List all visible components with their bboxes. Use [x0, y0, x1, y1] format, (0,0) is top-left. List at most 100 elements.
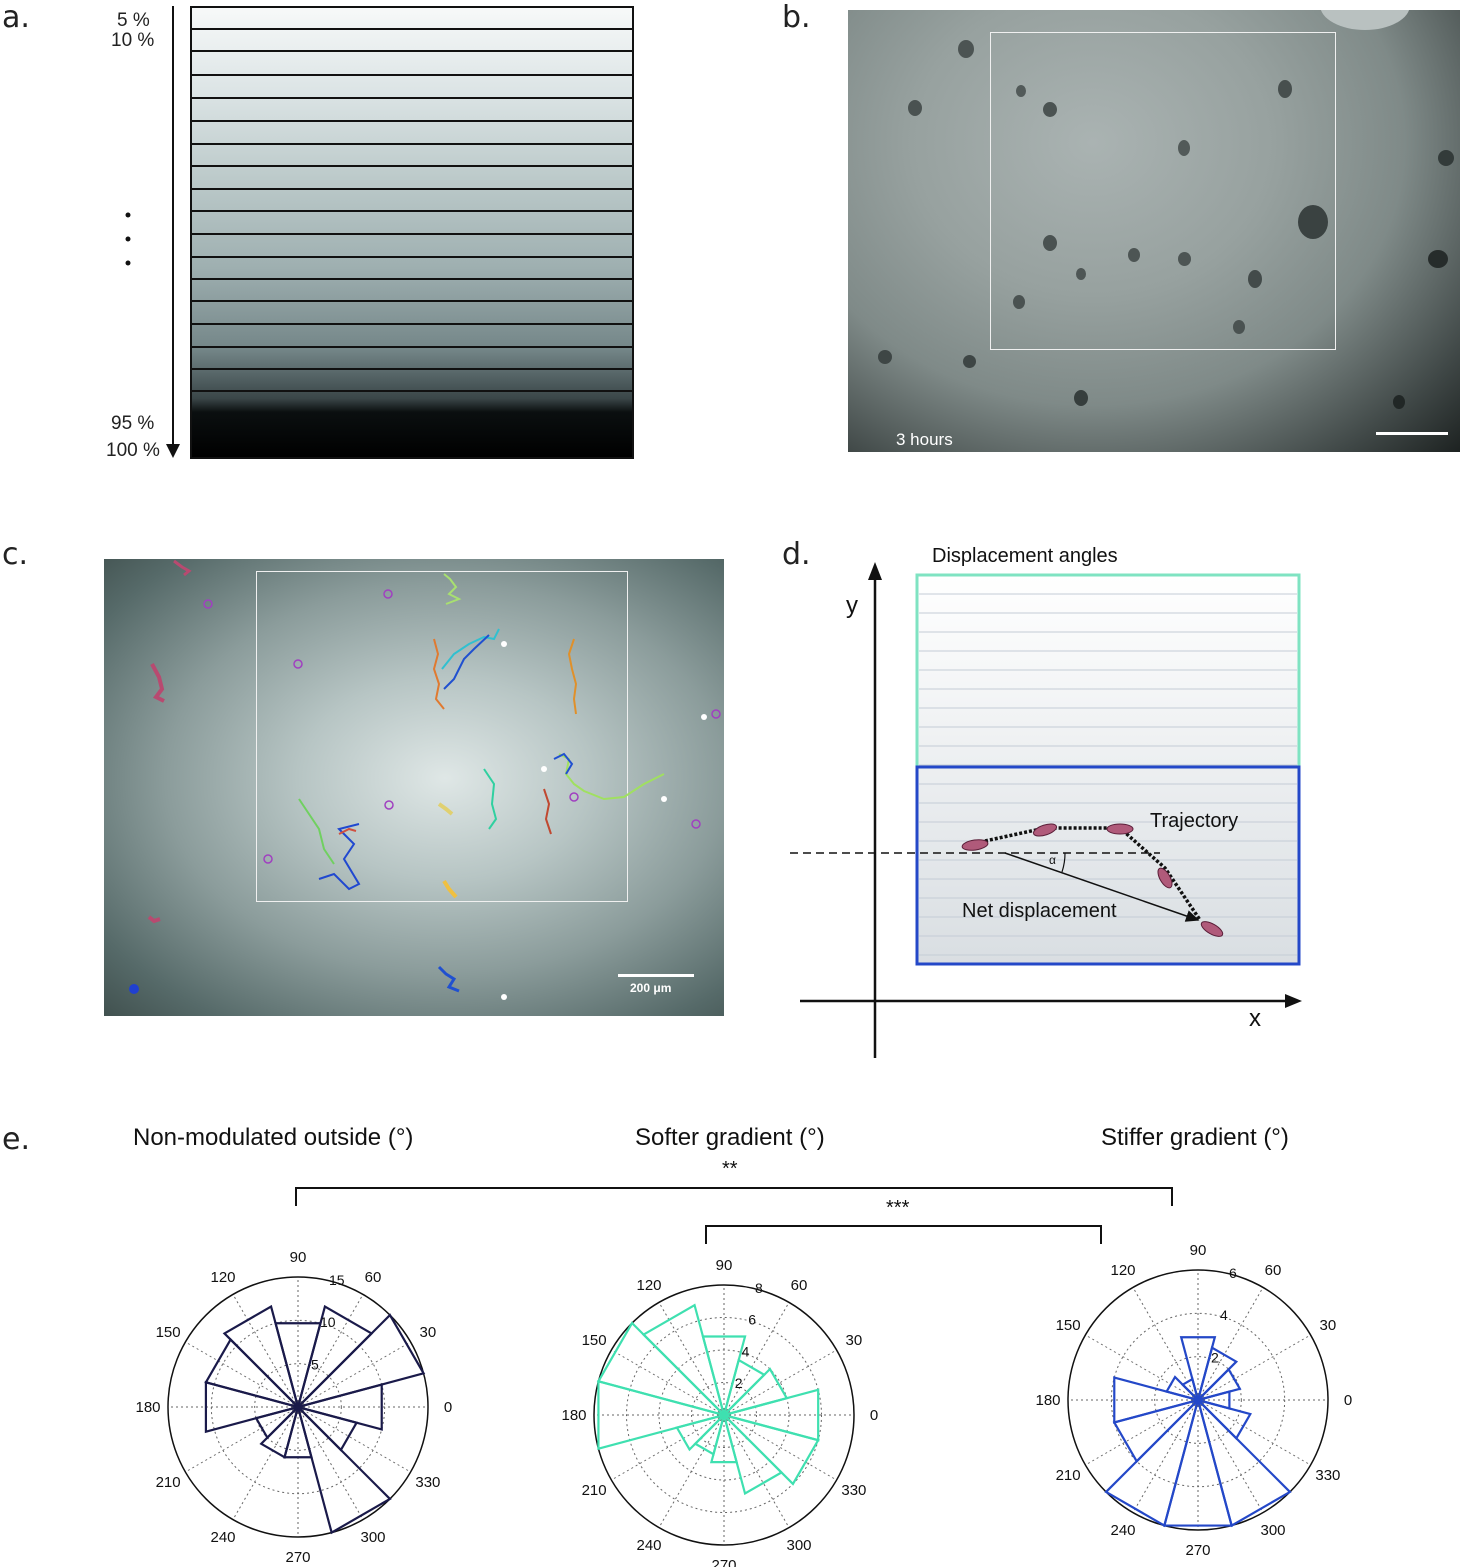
angle-tick-label: 330	[415, 1474, 440, 1491]
rose-bar	[204, 1337, 302, 1410]
radial-tick-label: 5	[311, 1357, 319, 1373]
polar-outer-circle	[167, 1276, 429, 1538]
gradient-band-line	[192, 390, 632, 392]
angular-grid-spoke	[297, 1406, 411, 1473]
angular-grid-spoke	[723, 1349, 837, 1416]
ellipsis-dots	[125, 212, 131, 266]
radial-tick-label: 4	[742, 1343, 750, 1359]
angular-grid-spoke	[1132, 1287, 1199, 1401]
angle-tick-label: 150	[156, 1324, 181, 1341]
gradient-band-line	[192, 50, 632, 52]
rose-bar	[1104, 1396, 1201, 1528]
significance-brackets	[295, 1187, 1173, 1244]
angle-tick-label: 60	[365, 1269, 382, 1286]
cell-icon	[1157, 867, 1173, 889]
angle-tick-label: 180	[1035, 1392, 1060, 1409]
radial-grid-circle	[1154, 1356, 1242, 1444]
gradient-band-line	[192, 165, 632, 167]
angle-tick-label: 240	[636, 1537, 661, 1554]
angle-tick-label: 270	[711, 1557, 736, 1567]
rose-title-non-modulated: Non-modulated outside (°)	[133, 1124, 414, 1151]
scale-bar	[618, 974, 694, 977]
x-axis-label: x	[1249, 1005, 1261, 1032]
displacement-title: Displacement angles	[932, 545, 1118, 567]
gradient-band-line	[192, 278, 632, 280]
angular-grid-spoke	[297, 1406, 364, 1520]
cell-icon	[1032, 823, 1058, 837]
angle-tick-label: 330	[841, 1482, 866, 1499]
angle-tick-label: 300	[360, 1529, 385, 1546]
angle-tick-label: 90	[1190, 1242, 1207, 1259]
time-label: 3 hours	[896, 430, 953, 449]
angle-label: α	[1049, 853, 1056, 867]
angle-tick-label: 330	[1315, 1467, 1340, 1484]
rose-bar	[721, 1411, 784, 1496]
gradient-band-line	[192, 97, 632, 99]
rose-bar	[597, 1379, 729, 1451]
angle-arc	[1061, 852, 1066, 873]
panel-c-letter: c.	[2, 537, 29, 572]
label-10pct: 10 %	[111, 30, 155, 51]
angular-grid-spoke	[1197, 1399, 1264, 1513]
panel-e-letter: e.	[2, 1122, 30, 1157]
angular-grid-spoke	[658, 1302, 725, 1416]
label-95pct: 95 %	[111, 413, 155, 434]
angular-grid-spoke	[297, 1294, 364, 1408]
angle-tick-label: 270	[285, 1549, 310, 1566]
angle-tick-label: 30	[420, 1324, 437, 1341]
net-displacement-label: Net displacement	[962, 900, 1117, 922]
gradient-arrow	[166, 6, 180, 458]
angular-grid-spoke	[1132, 1399, 1199, 1513]
gradient-band-line	[192, 143, 632, 145]
rose-bar	[294, 1404, 359, 1452]
scale-bar	[1376, 432, 1448, 435]
radial-grid-circle	[254, 1363, 342, 1451]
panel-b-letter: b.	[782, 0, 811, 35]
stiffness-gradient-pattern	[190, 6, 634, 459]
significance-outer: **	[722, 1158, 738, 1180]
angle-tick-label: 0	[1344, 1392, 1352, 1409]
angle-tick-label: 120	[1110, 1262, 1135, 1279]
angle-tick-label: 90	[716, 1257, 733, 1274]
angle-tick-label: 240	[1110, 1522, 1135, 1539]
angle-tick-label: 150	[1056, 1317, 1081, 1334]
cell-icon	[961, 839, 989, 851]
label-100pct: 100 %	[106, 440, 160, 461]
angular-grid-spoke	[232, 1406, 299, 1520]
angle-tick-label: 300	[786, 1537, 811, 1554]
angle-tick-label: 30	[1320, 1317, 1337, 1334]
angular-grid-spoke	[723, 1414, 837, 1481]
rose-bar	[204, 1380, 303, 1434]
angular-grid-spoke	[1085, 1399, 1199, 1466]
radial-tick-label: 15	[329, 1272, 345, 1288]
gradient-band-line	[192, 256, 632, 258]
microscopy-image-3h: 3 hours	[848, 10, 1460, 452]
radial-tick-label: 6	[748, 1312, 756, 1328]
angle-tick-label: 180	[135, 1399, 160, 1416]
gradient-band-line	[192, 323, 632, 325]
gradient-band-line	[192, 188, 632, 190]
angle-tick-label: 300	[1260, 1522, 1285, 1539]
angle-tick-label: 30	[846, 1332, 863, 1349]
gradient-band-line	[192, 300, 632, 302]
significance-inner: ***	[886, 1197, 910, 1219]
trajectory-label: Trajectory	[1150, 810, 1239, 832]
angle-tick-label: 120	[210, 1269, 235, 1286]
rose-bar	[1195, 1396, 1292, 1528]
label-5pct: 5 %	[117, 10, 150, 31]
angle-tick-label: 150	[582, 1332, 607, 1349]
rose-bar	[641, 1303, 727, 1419]
angle-tick-label: 210	[156, 1474, 181, 1491]
rose-title-softer: Softer gradient (°)	[635, 1124, 825, 1151]
gradient-band-line	[192, 120, 632, 122]
gradient-band-line	[192, 210, 632, 212]
rose-bar	[720, 1412, 820, 1486]
displacement-diagram	[790, 562, 1302, 1058]
radial-tick-label: 4	[1220, 1307, 1228, 1323]
radial-tick-label: 6	[1229, 1265, 1237, 1281]
rose-bar	[222, 1304, 301, 1411]
polar-outer-circle	[1067, 1269, 1329, 1531]
angle-tick-label: 60	[1265, 1262, 1282, 1279]
angle-tick-label: 90	[290, 1249, 307, 1266]
